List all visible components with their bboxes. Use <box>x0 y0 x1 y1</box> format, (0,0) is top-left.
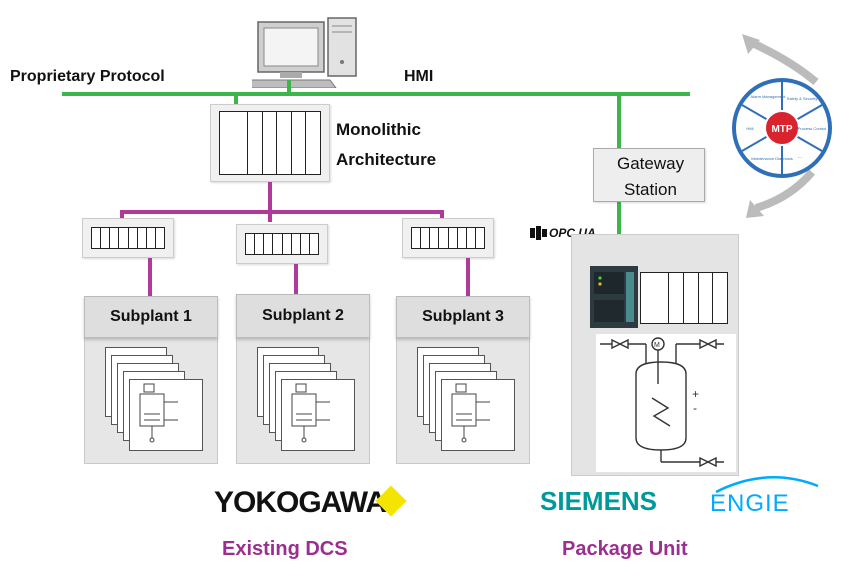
io-module-1 <box>82 218 174 258</box>
io-module-3 <box>402 218 494 258</box>
subplant-2-schematic <box>281 379 355 451</box>
gateway-label-line1: Gateway <box>617 154 685 173</box>
gateway-drop-line <box>617 92 621 150</box>
io-3-drop <box>440 210 444 220</box>
io-1-drop <box>120 210 124 220</box>
mtp-bottom-arrow <box>754 169 816 212</box>
mtp-segment-alarm: Alarm Management <box>751 94 787 99</box>
mtp-segment-maintenance: Maintenance Diagnosis <box>751 156 793 161</box>
mtp-wheel: MTP Alarm Management Safety & Security P… <box>732 34 832 218</box>
mtp-segment-hmi: HMI <box>746 126 753 131</box>
subplant-3-schematic <box>441 379 515 451</box>
subplant-2-panel <box>236 336 370 464</box>
opc-ua-mark-icon <box>530 226 547 240</box>
subplant-1-header: Subplant 1 <box>84 296 218 338</box>
io-1-link <box>148 258 152 296</box>
plant-network-bus <box>62 92 690 96</box>
plc-io-rack <box>640 272 728 324</box>
hmi-drop-line <box>287 80 291 94</box>
io-2-link <box>294 264 298 296</box>
hmi-computer-icon <box>252 17 357 88</box>
monolithic-label-line1: Monolithic <box>336 120 421 139</box>
package-unit-caption: Package Unit <box>562 538 688 560</box>
yokogawa-logo: YOKOGAWA <box>214 486 387 519</box>
monolithic-rack <box>219 111 321 175</box>
plc-cpu-icon <box>590 266 638 328</box>
dcs-trunk-line <box>268 182 272 222</box>
io-module-2 <box>236 224 328 264</box>
engie-logo: ENGIE <box>710 490 790 517</box>
siemens-logo: SIEMENS <box>540 486 658 516</box>
mtp-segment-process: Process Control <box>798 126 827 131</box>
svg-text:+: + <box>692 387 699 401</box>
mtp-segment-more: ... <box>798 154 802 160</box>
proprietary-protocol-label: Proprietary Protocol <box>10 68 165 85</box>
gateway-label-line2: Station <box>624 180 677 199</box>
hmi-label: HMI <box>404 68 434 85</box>
subplant-1-schematic <box>129 379 203 451</box>
gateway-station-box <box>593 148 705 202</box>
svg-text:-: - <box>693 401 697 415</box>
dcs-distribution-line <box>120 210 444 214</box>
monolithic-controller <box>210 104 330 182</box>
mtp-center-label: MTP <box>771 124 792 135</box>
svg-text:M: M <box>654 342 660 349</box>
subplant-1-panel <box>84 336 218 464</box>
subplant-2-header: Subplant 2 <box>236 294 370 338</box>
subplant-3-header: Subplant 3 <box>396 296 530 338</box>
io-3-link <box>466 258 470 296</box>
subplant-3-panel <box>396 336 530 464</box>
monolithic-label-line2: Architecture <box>336 150 437 169</box>
mtp-top-arrow <box>748 38 819 86</box>
existing-dcs-caption: Existing DCS <box>222 538 348 560</box>
dcs-drop-line <box>234 92 238 106</box>
reactor-vessel-schematic: M + - <box>600 337 724 468</box>
engie-arc-icon <box>715 476 819 494</box>
mtp-segment-safety: Safety & Security <box>787 96 818 101</box>
vessel-schematic-card <box>596 334 736 472</box>
